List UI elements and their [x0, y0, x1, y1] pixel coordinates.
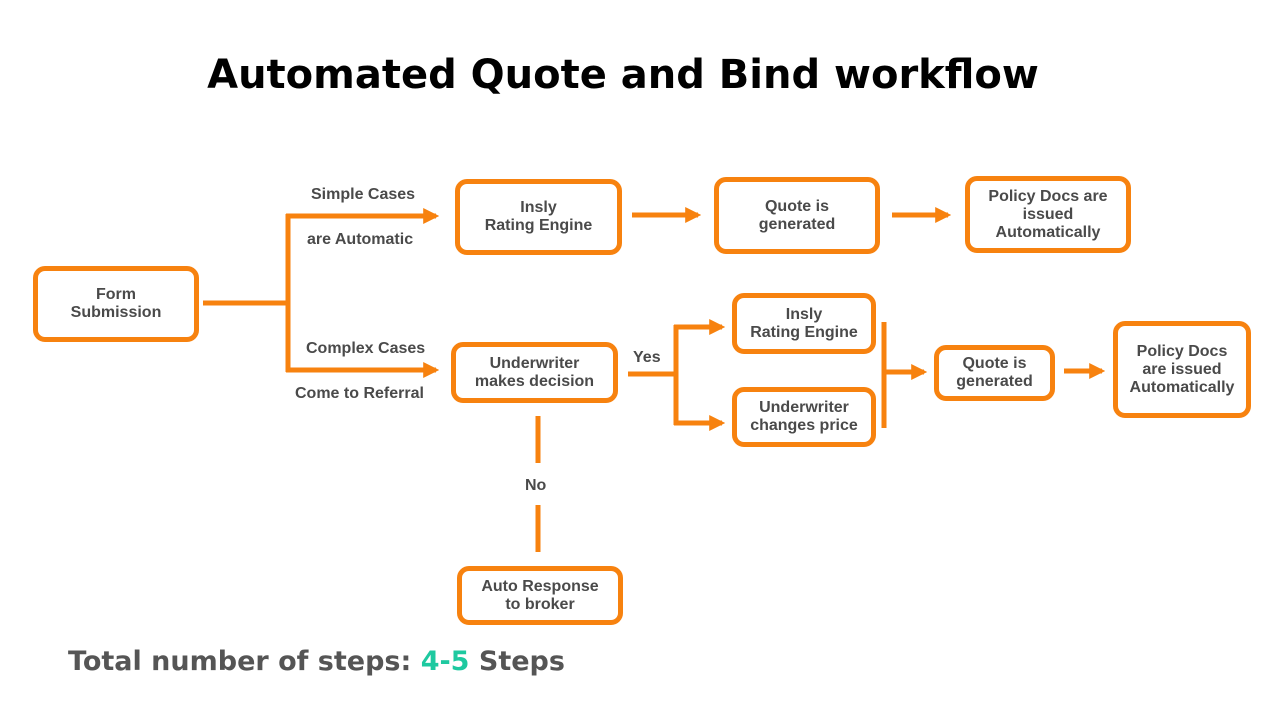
label-yes: Yes [633, 349, 661, 366]
label-no: No [525, 477, 547, 494]
steps-summary-suffix: Steps [469, 646, 565, 677]
label-complex-cases: Complex Cases [306, 340, 426, 357]
steps-count: 4-5 [420, 646, 470, 677]
page-title: Automated Quote and Bind workflow [207, 52, 1039, 98]
node-rating-engine-top: Insly Rating Engine [455, 179, 622, 255]
node-form-submission: Form Submission [33, 266, 199, 342]
label-simple-cases: Simple Cases [311, 186, 416, 203]
steps-summary-prefix: Total number of steps: [68, 646, 421, 677]
node-policy-top: Policy Docs are issued Automatically [965, 176, 1131, 253]
node-underwriter-price: Underwriter changes price [732, 387, 876, 447]
node-rating-engine-bottom: Insly Rating Engine [732, 293, 876, 354]
label-come-to-referral: Come to Referral [295, 385, 424, 402]
node-policy-bottom: Policy Docs are issued Automatically [1113, 321, 1251, 418]
node-underwriter-decision: Underwriter makes decision [451, 342, 618, 403]
label-are-automatic: are Automatic [307, 231, 414, 248]
node-auto-response: Auto Response to broker [457, 566, 623, 625]
node-quote-bottom: Quote is generated [934, 345, 1055, 401]
node-quote-top: Quote is generated [714, 177, 880, 254]
steps-summary: Total number of steps: 4-5 Steps [68, 646, 565, 677]
